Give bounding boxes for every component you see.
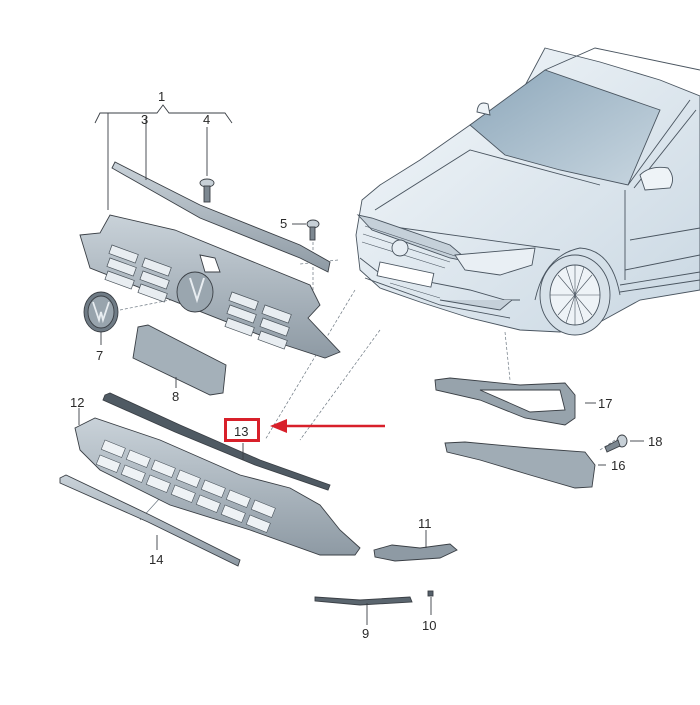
callout-8: 8 bbox=[172, 389, 180, 404]
part-12-lower-grille bbox=[74, 408, 361, 556]
part-18-screw bbox=[604, 434, 644, 453]
callout-5: 5 bbox=[280, 216, 288, 231]
part-4-screw bbox=[199, 127, 215, 203]
part-5-screw bbox=[292, 219, 320, 241]
callout-11: 11 bbox=[418, 516, 432, 531]
part-16-fog-cover bbox=[444, 441, 606, 489]
part-8-plate-bracket bbox=[132, 324, 227, 396]
callout-9: 9 bbox=[362, 626, 370, 641]
callout-bracket-1 bbox=[94, 104, 233, 210]
car-illustration bbox=[355, 47, 700, 336]
callout-18: 18 bbox=[648, 434, 663, 449]
callout-3: 3 bbox=[141, 112, 149, 127]
highlight-box-13 bbox=[224, 418, 260, 442]
part-7-emblem bbox=[83, 291, 119, 345]
callout-7: 7 bbox=[96, 348, 104, 363]
callout-16: 16 bbox=[611, 458, 626, 473]
part-14-bottom-trim bbox=[59, 474, 241, 567]
callout-17: 17 bbox=[598, 396, 613, 411]
callout-12: 12 bbox=[70, 395, 85, 410]
callout-14: 14 bbox=[149, 552, 164, 567]
part-13-lower-trim bbox=[102, 392, 331, 491]
callout-1: 1 bbox=[158, 89, 166, 104]
part-3-upper-trim bbox=[111, 117, 331, 273]
part-1-upper-grille bbox=[79, 214, 341, 359]
callout-13: 13 bbox=[234, 424, 249, 439]
highlight-arrow bbox=[270, 419, 385, 433]
part-11-side-trim bbox=[373, 530, 458, 562]
part-9-lower-strip bbox=[314, 596, 413, 625]
part-10-clip bbox=[427, 590, 434, 615]
part-17-fog-cover bbox=[434, 377, 596, 426]
callout-10: 10 bbox=[422, 618, 437, 633]
callout-4: 4 bbox=[203, 112, 211, 127]
